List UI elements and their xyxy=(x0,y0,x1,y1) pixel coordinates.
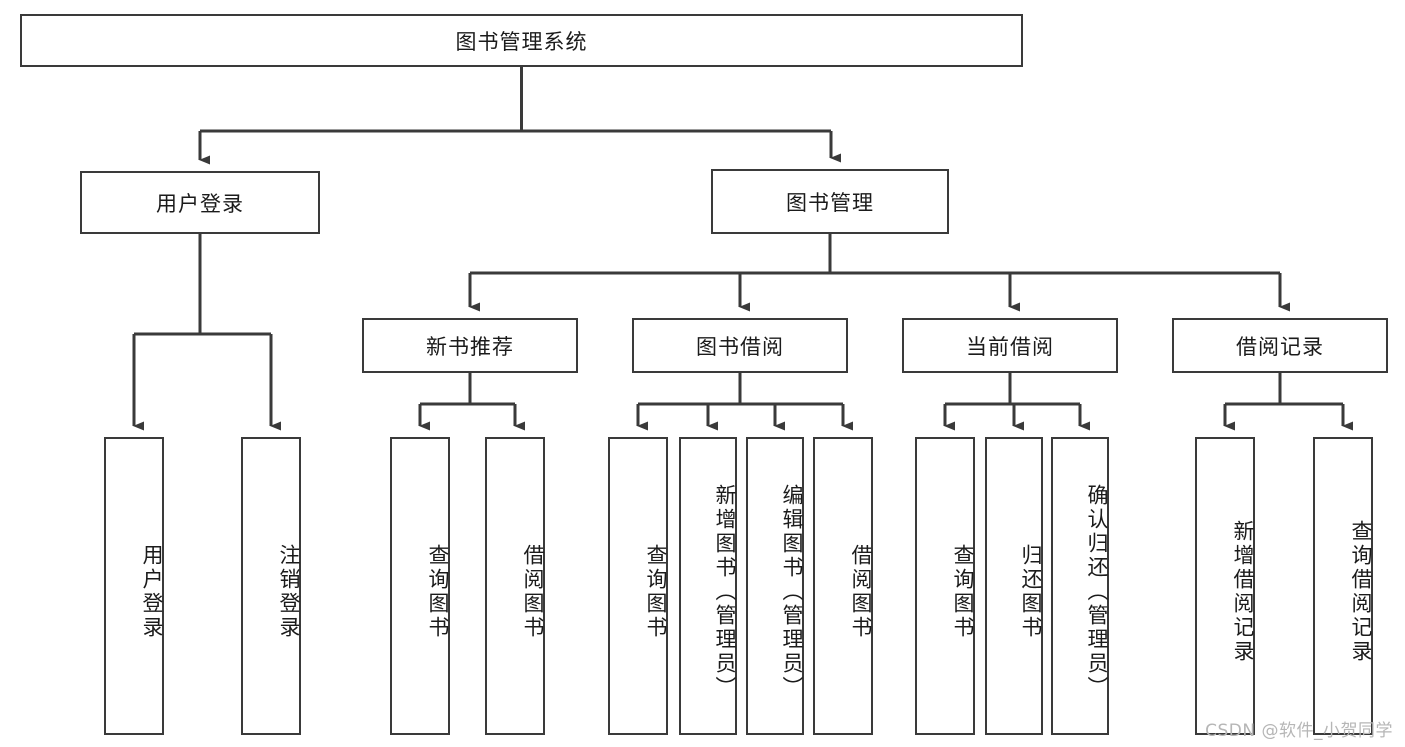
node-leaf-borrow-book-2[interactable]: 借阅图书 xyxy=(813,437,873,735)
node-root-label: 图书管理系统 xyxy=(455,29,588,54)
node-leaf-edit-book[interactable]: 编辑图书（管理员） xyxy=(746,437,804,735)
node-current-borrow-label: 当前借阅 xyxy=(966,334,1054,359)
node-new-book-recommend[interactable]: 新书推荐 xyxy=(362,318,578,373)
node-leaf-user-login[interactable]: 用户登录 xyxy=(104,437,164,735)
node-leaf-confirm-return-label: 确认归还（管理员） xyxy=(1085,484,1109,700)
node-leaf-query-record-label: 查询借阅记录 xyxy=(1349,520,1373,664)
node-current-borrow[interactable]: 当前借阅 xyxy=(902,318,1118,373)
node-book-borrow-label: 图书借阅 xyxy=(696,334,784,359)
node-leaf-add-book-label: 新增图书（管理员） xyxy=(713,484,737,700)
node-leaf-query-book-3[interactable]: 查询图书 xyxy=(915,437,975,735)
node-leaf-borrow-book-2-label: 借阅图书 xyxy=(849,544,873,640)
node-user-login-label: 用户登录 xyxy=(156,191,244,216)
node-leaf-user-logout-label: 注销登录 xyxy=(277,544,301,640)
node-leaf-borrow-book-1-label: 借阅图书 xyxy=(521,544,545,640)
node-leaf-add-record[interactable]: 新增借阅记录 xyxy=(1195,437,1255,735)
node-leaf-return-book-label: 归还图书 xyxy=(1019,544,1043,640)
node-leaf-borrow-book-1[interactable]: 借阅图书 xyxy=(485,437,545,735)
node-borrow-record[interactable]: 借阅记录 xyxy=(1172,318,1388,373)
node-book-borrow[interactable]: 图书借阅 xyxy=(632,318,848,373)
node-new-book-recommend-label: 新书推荐 xyxy=(426,334,514,359)
node-leaf-return-book[interactable]: 归还图书 xyxy=(985,437,1043,735)
node-root[interactable]: 图书管理系统 xyxy=(20,14,1023,67)
node-leaf-query-record[interactable]: 查询借阅记录 xyxy=(1313,437,1373,735)
node-leaf-edit-book-label: 编辑图书（管理员） xyxy=(780,484,804,700)
node-leaf-query-book-2-label: 查询图书 xyxy=(644,544,668,640)
node-book-manage[interactable]: 图书管理 xyxy=(711,169,949,234)
node-borrow-record-label: 借阅记录 xyxy=(1236,334,1324,359)
node-leaf-add-book[interactable]: 新增图书（管理员） xyxy=(679,437,737,735)
node-leaf-query-book-2[interactable]: 查询图书 xyxy=(608,437,668,735)
node-leaf-user-login-label: 用户登录 xyxy=(140,544,164,640)
node-user-login[interactable]: 用户登录 xyxy=(80,171,320,234)
node-leaf-confirm-return[interactable]: 确认归还（管理员） xyxy=(1051,437,1109,735)
node-book-manage-label: 图书管理 xyxy=(786,190,874,215)
node-leaf-query-book-1[interactable]: 查询图书 xyxy=(390,437,450,735)
node-leaf-query-book-1-label: 查询图书 xyxy=(426,544,450,640)
node-leaf-user-logout[interactable]: 注销登录 xyxy=(241,437,301,735)
node-leaf-add-record-label: 新增借阅记录 xyxy=(1231,520,1255,664)
node-leaf-query-book-3-label: 查询图书 xyxy=(951,544,975,640)
